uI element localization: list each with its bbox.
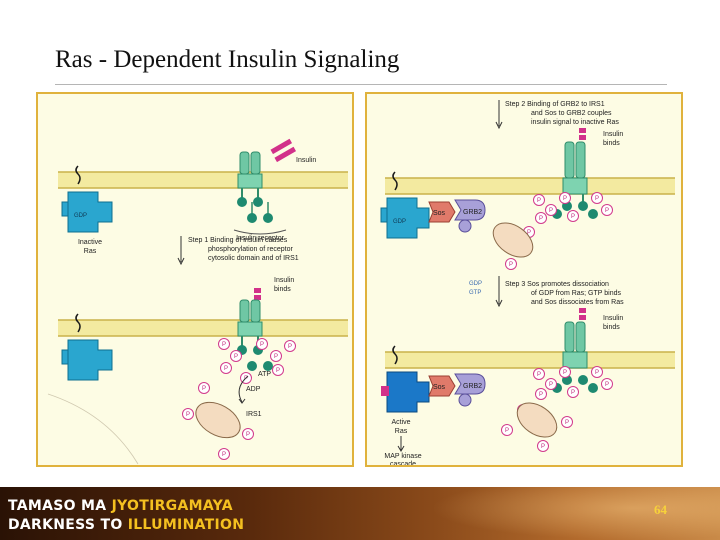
insulin-receptor-step3 — [552, 308, 598, 393]
footer-motto-line2-accent: ILLUMINATION — [127, 517, 245, 533]
footer-glow — [430, 487, 720, 540]
inactive-ras-label-2: Ras — [84, 248, 97, 255]
insulin-binds-label-3: Insulin — [603, 315, 623, 322]
p-label: P — [571, 390, 575, 396]
sos-label-upper: Sos — [433, 210, 446, 217]
gdp-label-upper: GDP — [393, 219, 406, 225]
map-kinase-label-1: MAP kinase — [384, 453, 421, 460]
insulin-binds-label-2: binds — [274, 286, 291, 293]
p-label: P — [274, 354, 278, 360]
lower-membrane-right — [385, 351, 675, 369]
footer-motto-line1: TAMASO MA JYOTIRGAMAYA — [8, 498, 233, 514]
footer-motto-line2-white: DARKNESS TO — [8, 517, 128, 533]
p-label: P — [549, 382, 553, 388]
sos-label-lower: Sos — [433, 384, 446, 391]
active-ras-complex — [381, 345, 486, 413]
p-label: P — [276, 368, 280, 374]
active-ras-label-1: Active — [391, 419, 410, 426]
irs1-protein — [195, 401, 241, 439]
p-label: P — [186, 412, 190, 418]
p-label: P — [541, 444, 545, 450]
insulin-label: Insulin — [296, 157, 316, 164]
step2-line3: insulin signal to inactive Ras — [531, 119, 619, 126]
step2-line1: Step 2 Binding of GRB2 to IRS1 — [505, 101, 605, 108]
insulin-binds-label-1: Insulin — [603, 131, 623, 138]
map-kinase-label-2: cascade — [390, 461, 416, 467]
inactive-ras-label-1: Inactive — [78, 239, 102, 246]
p-label: P — [595, 196, 599, 202]
p-label: P — [505, 428, 509, 434]
step3-line1: Step 3 Sos promotes dissociation — [505, 281, 609, 288]
p-label: P — [539, 216, 543, 222]
lower-membrane — [58, 319, 348, 337]
insulin-binds-label-1: Insulin — [274, 277, 294, 284]
gdp-label-step3: GDP — [469, 281, 482, 287]
slide-title: Ras - Dependent Insulin Signaling — [55, 46, 400, 73]
p-label: P — [563, 370, 567, 376]
p-label: P — [246, 432, 250, 438]
step1-line3: cytosolic domain and of IRS1 — [208, 255, 299, 262]
p-label: P — [549, 208, 553, 214]
atp-label: ATP — [258, 371, 271, 378]
insulin-binds-label-4: binds — [603, 324, 620, 331]
page-number: 64 — [654, 502, 667, 517]
p-label: P — [244, 376, 248, 382]
p-label: P — [539, 392, 543, 398]
p-label: P — [224, 366, 228, 372]
p-label: P — [605, 382, 609, 388]
step1-line1: Step 1 Binding of insulin causes — [188, 237, 288, 244]
active-ras-label-2: Ras — [395, 428, 408, 435]
footer-motto-line1-white: TAMASO MA — [8, 498, 112, 514]
title-divider — [55, 84, 667, 85]
insulin-molecule-top — [270, 138, 297, 163]
p-label: P — [202, 386, 206, 392]
steps2-3-diagram-panel: Step 2 Binding of GRB2 to IRS1 and Sos t… — [365, 92, 683, 467]
step1-line2: phosphorylation of receptor — [208, 246, 293, 253]
p-label: P — [222, 342, 226, 348]
footer-motto-line2: DARKNESS TO ILLUMINATION — [8, 517, 244, 533]
step3-line2: of GDP from Ras; GTP binds — [531, 290, 621, 297]
step2-line2: and Sos to GRB2 couples — [531, 110, 612, 117]
grb2-label-upper: GRB2 — [463, 209, 482, 216]
ras-sos-grb2-complex — [380, 171, 486, 239]
gdp-label: GDP — [74, 213, 87, 219]
p-label: P — [605, 208, 609, 214]
insulin-receptor-top — [233, 151, 287, 235]
insulin-binds-label-2: binds — [603, 140, 620, 147]
p-label: P — [222, 452, 226, 458]
footer-motto-line1-accent: JYOTIRGAMAYA — [111, 498, 233, 514]
phosphate-group-receptor — [218, 338, 296, 384]
p-label: P — [527, 230, 531, 236]
inactive-ras-bottom — [61, 313, 113, 381]
inactive-ras-top — [61, 165, 113, 233]
p-label: P — [260, 342, 264, 348]
p-label: P — [595, 370, 599, 376]
insulin-receptor-step2 — [552, 128, 598, 219]
adp-label: ADP — [246, 386, 261, 393]
p-label: P — [288, 344, 292, 350]
p-label: P — [234, 354, 238, 360]
p-label: P — [565, 420, 569, 426]
upper-membrane-right — [385, 177, 675, 195]
irs1-protein-upper — [492, 222, 534, 258]
gtp-label-step3: GTP — [469, 290, 481, 296]
footer-banner: TAMASO MA JYOTIRGAMAYA DARKNESS TO ILLUM… — [0, 487, 720, 540]
grb2-label-lower: GRB2 — [463, 383, 482, 390]
p-label: P — [537, 372, 541, 378]
upper-membrane — [58, 171, 348, 189]
p-label: P — [571, 214, 575, 220]
p-label: P — [537, 198, 541, 204]
step3-line3: and Sos dissociates from Ras — [531, 299, 624, 306]
p-label: P — [509, 262, 513, 268]
insulin-receptor-label: Insulin receptor — [236, 235, 285, 242]
insulin-receptor-bottom — [237, 288, 273, 371]
step1-diagram-panel: GDP Inactive Ras Insulin Insulin recepto… — [36, 92, 354, 467]
p-label: P — [563, 196, 567, 202]
irs1-protein-lower — [516, 402, 558, 438]
irs1-label: IRS1 — [246, 411, 262, 418]
